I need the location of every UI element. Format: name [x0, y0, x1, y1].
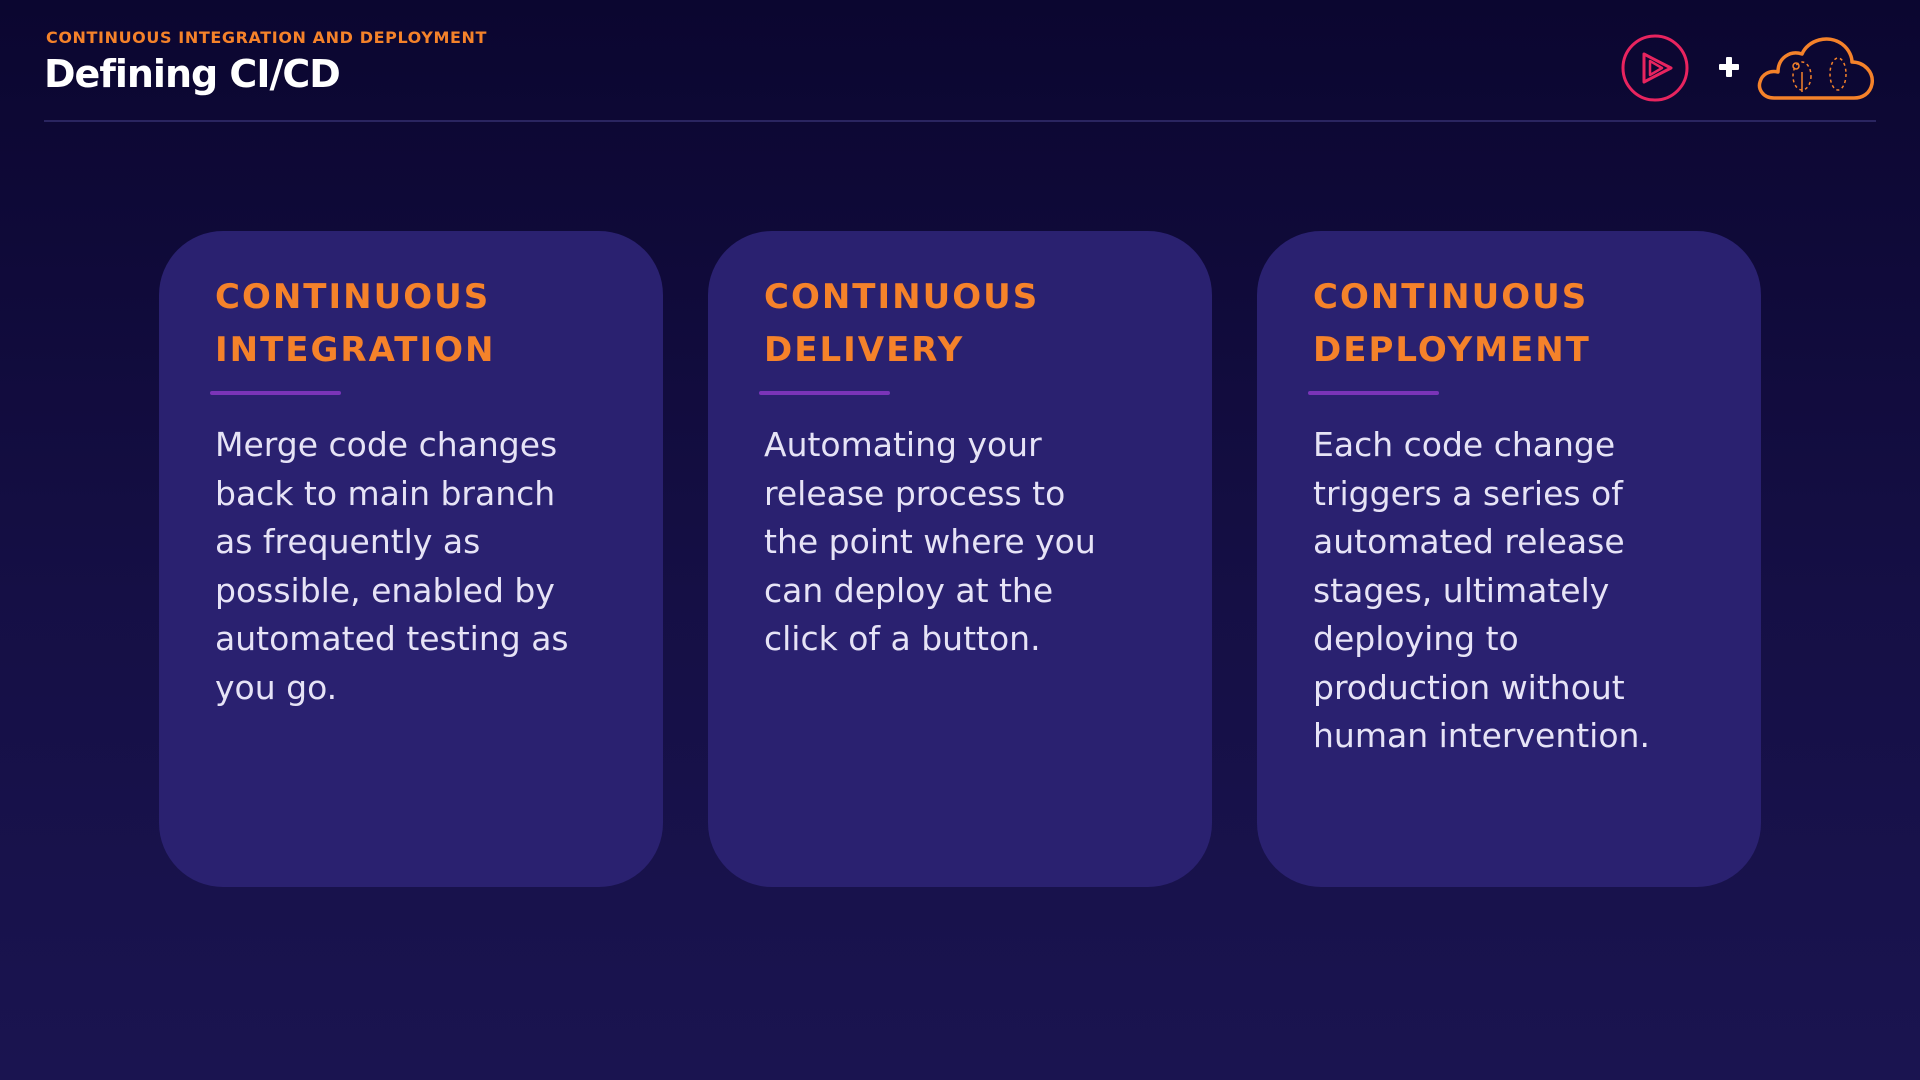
card-body-line: back to main branch — [215, 473, 556, 513]
card-row: CONTINUOUS INTEGRATION Merge code change… — [159, 231, 1761, 887]
card-body-line: possible, enabled by — [215, 570, 555, 610]
card-heading-line: CONTINUOUS — [764, 277, 1040, 317]
card-heading-line: DEPLOYMENT — [1313, 330, 1591, 370]
card-body-line: triggers a series of — [1313, 473, 1623, 513]
header-divider — [44, 120, 1876, 122]
cloud-icon — [1757, 37, 1874, 100]
card-continuous-deployment: CONTINUOUS DEPLOYMENT Each code change t… — [1257, 231, 1761, 887]
card-body-line: automated release — [1313, 522, 1625, 561]
card-body-line: Merge code changes — [215, 425, 558, 464]
card-body-line: production without — [1313, 667, 1625, 707]
card-divider — [759, 391, 890, 395]
card-body-line: release process to — [764, 473, 1066, 513]
card-heading: CONTINUOUS DELIVERY — [764, 271, 1184, 377]
slide-subtitle: CONTINUOUS INTEGRATION AND DEPLOYMENT — [46, 28, 488, 47]
logo-group — [1620, 32, 1876, 104]
play-circle-icon — [1621, 34, 1689, 102]
card-body: Merge code changes back to main branch a… — [215, 421, 635, 712]
card-body-line: you go. — [215, 667, 338, 707]
card-body-line: the point where you — [764, 522, 1096, 561]
slide-title: Defining CI/CD — [44, 52, 341, 96]
card-body-line: Automating your — [764, 425, 1042, 464]
card-heading: CONTINUOUS INTEGRATION — [215, 271, 635, 377]
card-body-line: click of a button. — [764, 619, 1041, 658]
card-body-line: as frequently as — [215, 522, 481, 561]
card-body-line: human intervention. — [1313, 716, 1650, 755]
card-body-line: can deploy at the — [764, 570, 1054, 610]
card-heading: CONTINUOUS DEPLOYMENT — [1313, 271, 1733, 377]
card-heading-line: INTEGRATION — [215, 330, 496, 370]
card-body-line: stages, ultimately — [1313, 570, 1610, 610]
card-heading-line: CONTINUOUS — [215, 277, 491, 317]
card-heading-line: DELIVERY — [764, 330, 965, 370]
card-divider — [1308, 391, 1439, 395]
card-continuous-delivery: CONTINUOUS DELIVERY Automating your rele… — [708, 231, 1212, 887]
card-divider — [210, 391, 341, 395]
card-body: Each code change triggers a series of au… — [1313, 421, 1733, 761]
card-body: Automating your release process to the p… — [764, 421, 1184, 664]
card-body-line: deploying to — [1313, 619, 1519, 658]
card-body-line: automated testing as — [215, 619, 569, 658]
card-heading-line: CONTINUOUS — [1313, 277, 1589, 317]
card-continuous-integration: CONTINUOUS INTEGRATION Merge code change… — [159, 231, 663, 887]
card-body-line: Each code change — [1313, 425, 1616, 464]
plus-icon — [1719, 57, 1739, 77]
